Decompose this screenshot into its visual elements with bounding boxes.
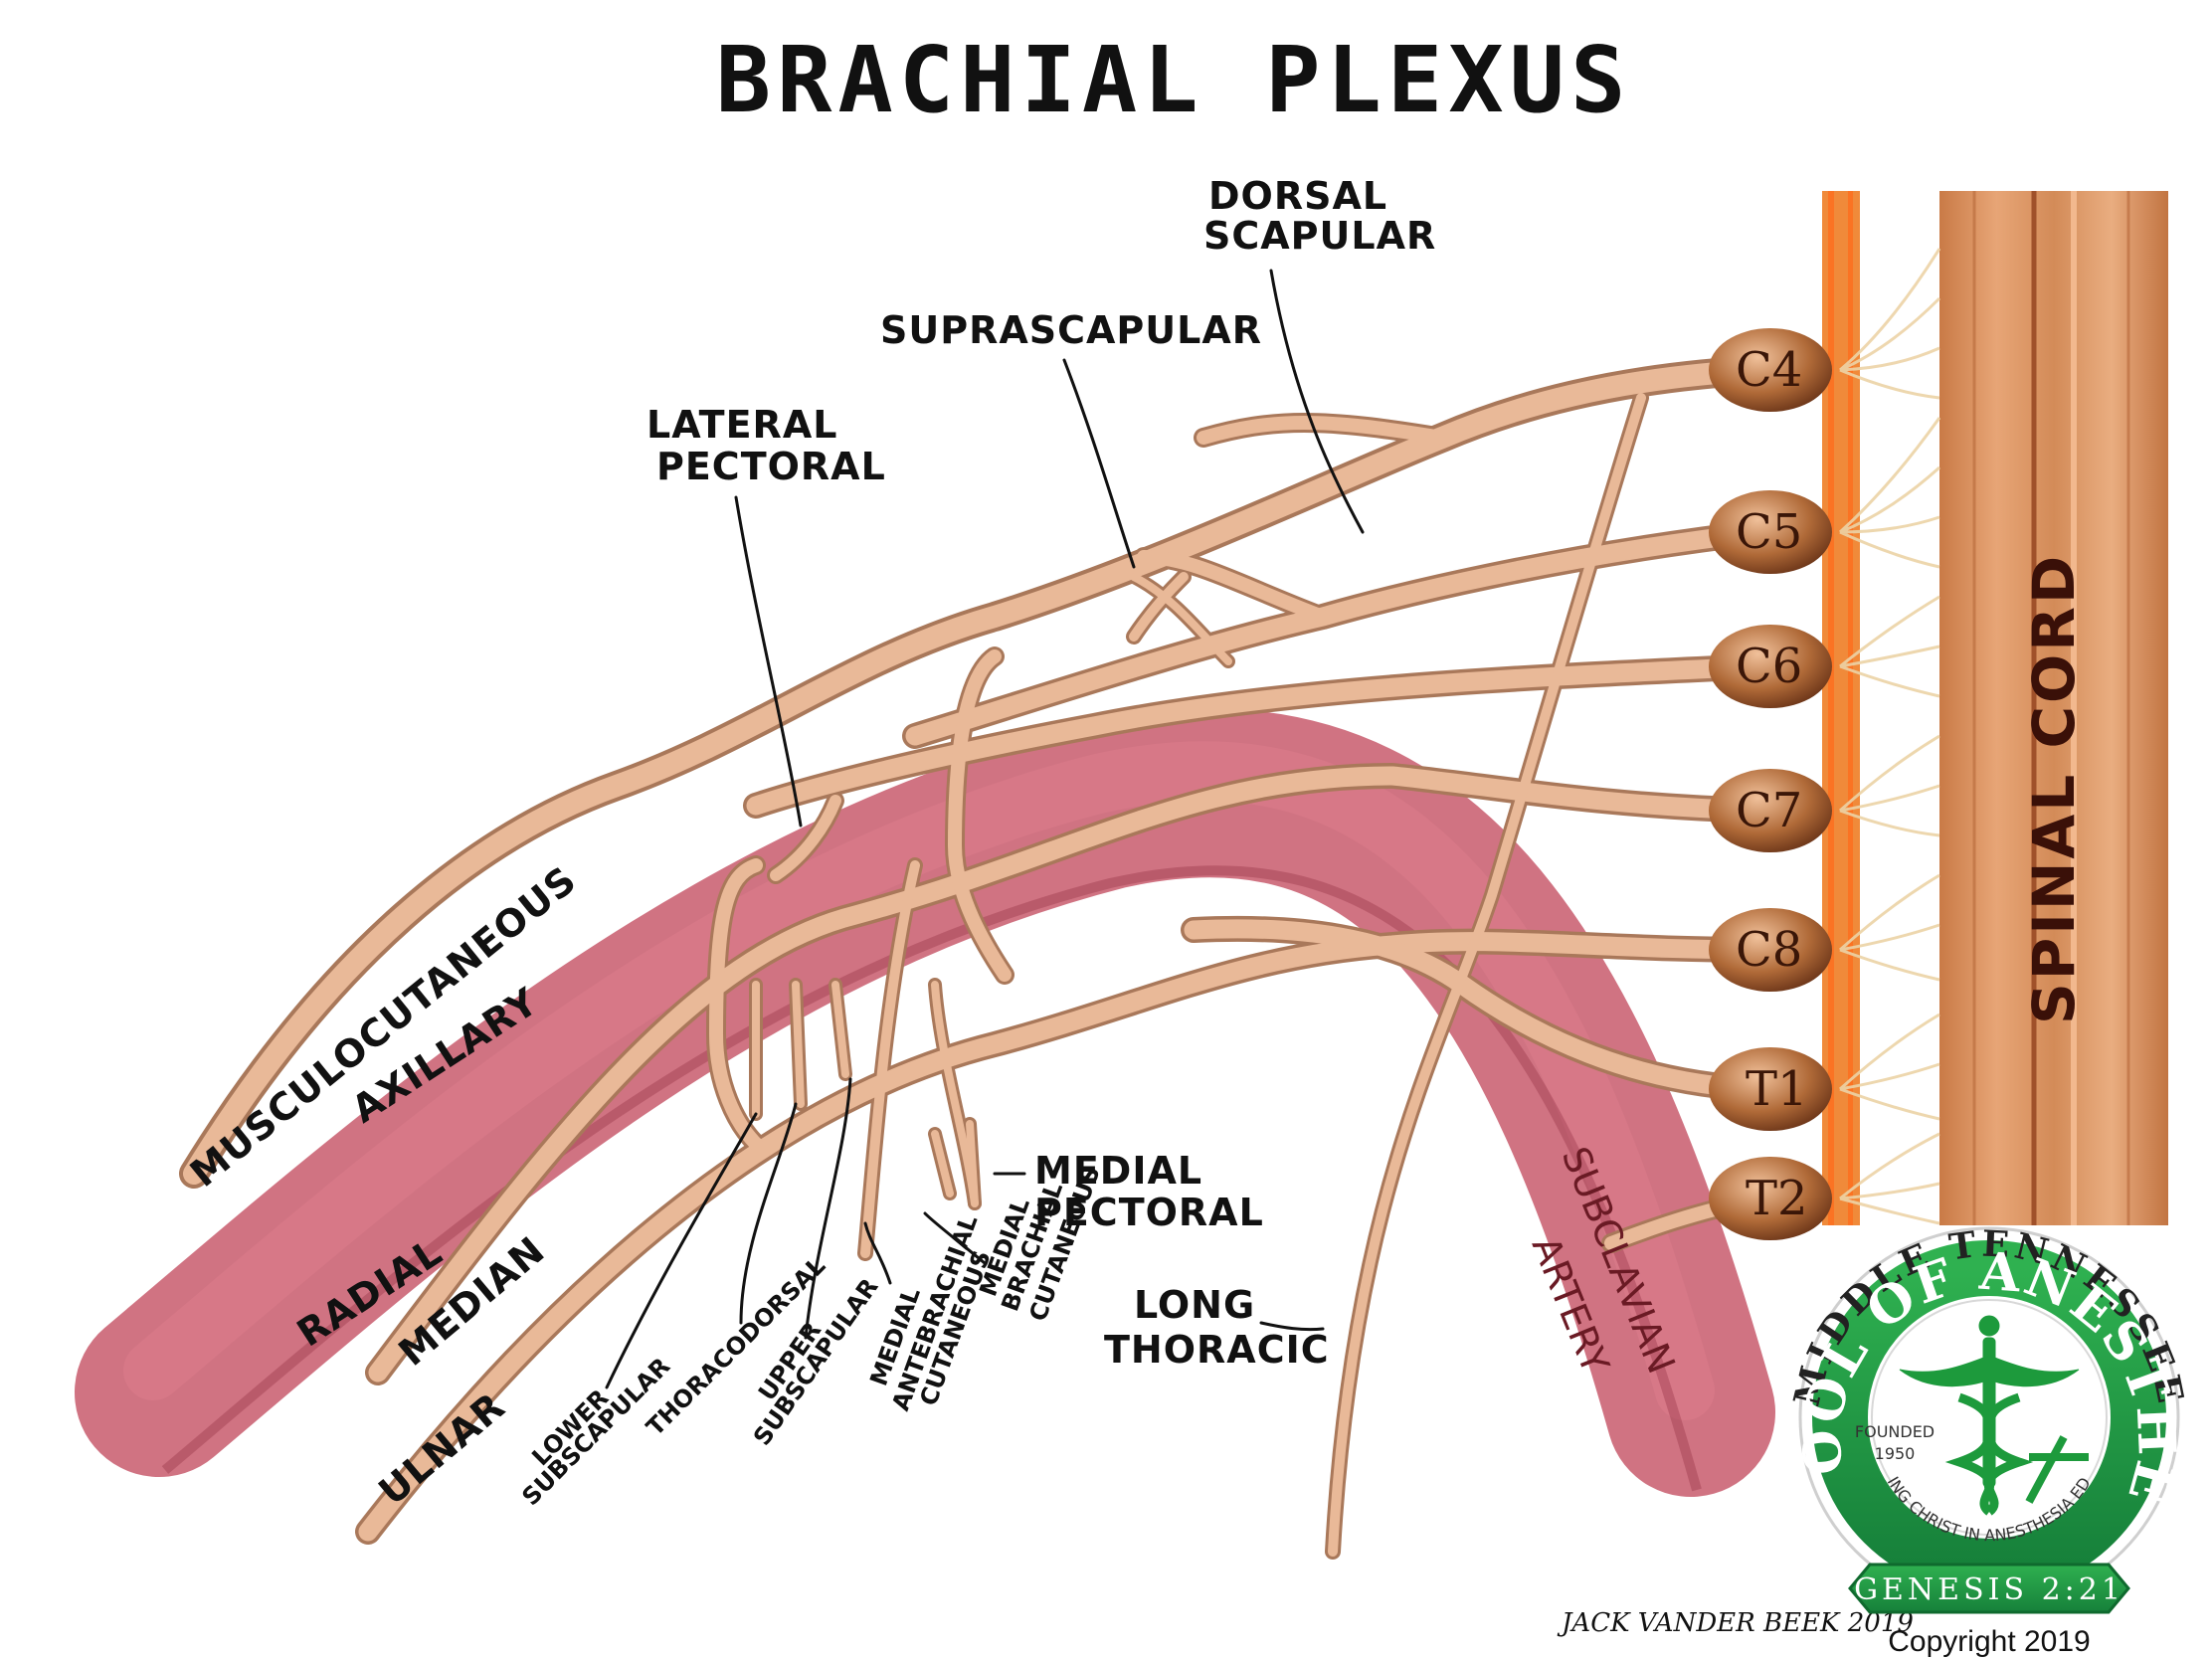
label-medial-antebrachial: MEDIAL ANTEBRACHIAL CUTANEOUS <box>863 1211 997 1414</box>
leader-lower-subscapular <box>605 1112 758 1389</box>
ganglion-c6 <box>1709 625 1832 708</box>
svg-text:LONG: LONG <box>1134 1283 1255 1327</box>
logo-banner: GENESIS 2:21 <box>1854 1572 2124 1607</box>
ganglion-c5 <box>1709 490 1832 574</box>
svg-text:LATERAL: LATERAL <box>646 403 837 447</box>
root-label-c4: C4 <box>1736 342 1802 398</box>
leader-medial-antebrachial <box>863 1221 892 1285</box>
svg-text:PECTORAL: PECTORAL <box>1034 1191 1264 1234</box>
svg-text:MEDIAL: MEDIAL <box>1034 1149 1202 1193</box>
ganglion-c8 <box>1709 908 1832 992</box>
leader-long-thoracic <box>1259 1321 1325 1332</box>
leader-lateral-pectoral <box>734 495 803 828</box>
label-ulnar: ULNAR <box>371 1383 514 1513</box>
leader-upper-subscapular <box>804 1077 852 1340</box>
ganglion-t2 <box>1709 1157 1832 1240</box>
root-label-c8: C8 <box>1736 922 1802 978</box>
ganglion-t1 <box>1709 1047 1832 1131</box>
copyright-text: Copyright 2019 <box>1888 1625 2090 1658</box>
label-long-thoracic: LONG THORACIC <box>1104 1283 1330 1372</box>
artist-signature: JACK VANDER BEEK 2019 <box>1557 1608 1914 1638</box>
logo-founded-year: 1950 <box>1875 1444 1916 1463</box>
root-label-c7: C7 <box>1736 783 1802 838</box>
page-title: BRACHIAL PLEXUS <box>716 27 1632 133</box>
nerve-network <box>179 355 1775 1560</box>
leader-dorsal-scapular <box>1269 269 1365 534</box>
label-lateral-pectoral: LATERAL PECTORAL <box>646 403 886 828</box>
root-label-c6: C6 <box>1736 639 1802 694</box>
logo-founded: FOUNDED <box>1855 1422 1935 1441</box>
rootlets <box>1838 248 1941 1225</box>
leader-suprascapular <box>1062 358 1136 569</box>
svg-text:PECTORAL: PECTORAL <box>656 445 886 488</box>
root-label-t2: T2 <box>1746 1171 1808 1226</box>
spinal-cord-label: SPINAL CORD <box>2020 553 2088 1024</box>
svg-text:SUPRASCAPULAR: SUPRASCAPULAR <box>880 308 1262 352</box>
spinal-cord: SPINAL CORD <box>1822 191 2168 1225</box>
root-label-c5: C5 <box>1736 504 1802 560</box>
svg-text:SCAPULAR: SCAPULAR <box>1203 214 1436 258</box>
label-suprascapular: SUPRASCAPULAR <box>880 308 1262 569</box>
root-label-t1: T1 <box>1746 1061 1808 1117</box>
root-ganglia: C4 C5 C6 C7 C8 T1 T2 <box>1709 328 1832 1240</box>
label-medial-pectoral: MEDIAL PECTORAL <box>993 1149 1264 1234</box>
cross-icon <box>2025 1435 2089 1504</box>
leader-medial-brachial <box>923 1211 987 1265</box>
svg-text:DORSAL: DORSAL <box>1208 174 1387 218</box>
svg-text:THORACIC: THORACIC <box>1104 1328 1330 1372</box>
label-dorsal-scapular: DORSAL SCAPULAR <box>1203 174 1436 534</box>
caduceus-icon <box>1899 1315 2080 1516</box>
school-logo: MIDDLE TENNESSEE SCHOOL OF ANESTHESIA RE… <box>1786 1222 2188 1614</box>
ganglion-c4 <box>1709 328 1832 412</box>
leader-thoracodorsal <box>739 1102 798 1325</box>
ganglion-c7 <box>1709 769 1832 852</box>
